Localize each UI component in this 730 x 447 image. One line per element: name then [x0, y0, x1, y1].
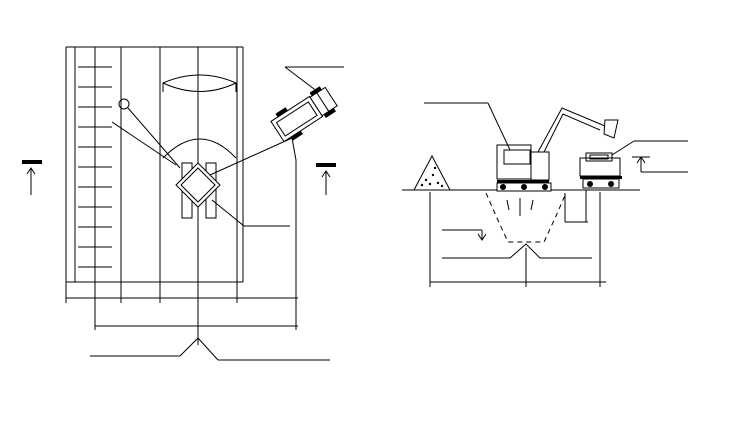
level-marker-icon: [632, 156, 688, 173]
dimension-lines: [65, 137, 330, 361]
survey-point-icon: [118, 98, 130, 110]
dump-truck-icon: [270, 86, 338, 143]
spoil-pile-icon: [413, 154, 451, 191]
staging-ticks: [78, 66, 112, 268]
section-marker-icon: [22, 160, 42, 195]
dump-truck-icon: [579, 152, 622, 189]
excavator-icon: [175, 162, 221, 219]
plan-view: [22, 46, 344, 361]
section-marker-icon: [316, 163, 336, 195]
trench-outline: [485, 192, 567, 243]
elevation-view: [402, 102, 688, 287]
excavator-icon: [496, 107, 619, 192]
